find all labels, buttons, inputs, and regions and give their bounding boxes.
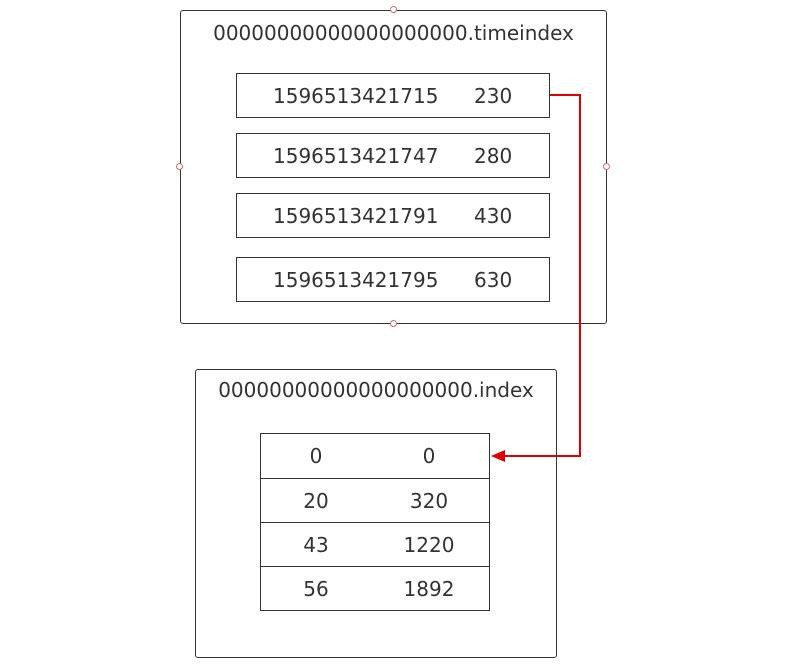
timeindex-entry[interactable]: 1596513421795 630 (236, 257, 550, 302)
resize-handle-bottom[interactable] (390, 320, 397, 327)
index-relative-offset: 56 (303, 577, 329, 601)
entry-timestamp: 1596513421795 (273, 268, 439, 292)
entry-timestamp: 1596513421715 (273, 84, 439, 108)
entry-timestamp: 1596513421791 (273, 204, 439, 228)
index-relative-offset: 20 (303, 489, 329, 513)
index-position: 1892 (403, 577, 455, 601)
entry-offset: 630 (474, 268, 513, 292)
index-position: 0 (422, 444, 436, 468)
entry-offset: 430 (474, 204, 513, 228)
entry-offset: 230 (474, 84, 513, 108)
index-table[interactable]: 0 0 20 320 43 1220 56 1892 (260, 433, 490, 611)
timeindex-entry[interactable]: 1596513421791 430 (236, 193, 550, 238)
entry-timestamp: 1596513421747 (273, 144, 439, 168)
timeindex-file-title: 00000000000000000000.timeindex (213, 21, 574, 45)
timeindex-entry[interactable]: 1596513421715 230 (236, 73, 550, 118)
index-position: 1220 (403, 533, 455, 557)
index-relative-offset: 0 (309, 444, 323, 468)
index-row[interactable]: 43 1220 (261, 522, 489, 567)
resize-handle-top[interactable] (390, 6, 397, 13)
index-position: 320 (409, 489, 449, 513)
index-file-title: 00000000000000000000.index (218, 378, 534, 402)
index-relative-offset: 43 (303, 533, 329, 557)
resize-handle-left[interactable] (176, 163, 183, 170)
index-row[interactable]: 56 1892 (261, 566, 489, 611)
timeindex-entry[interactable]: 1596513421747 280 (236, 133, 550, 178)
index-row[interactable]: 20 320 (261, 478, 489, 523)
index-row[interactable]: 0 0 (261, 434, 489, 478)
entry-offset: 280 (474, 144, 513, 168)
resize-handle-right[interactable] (603, 163, 610, 170)
